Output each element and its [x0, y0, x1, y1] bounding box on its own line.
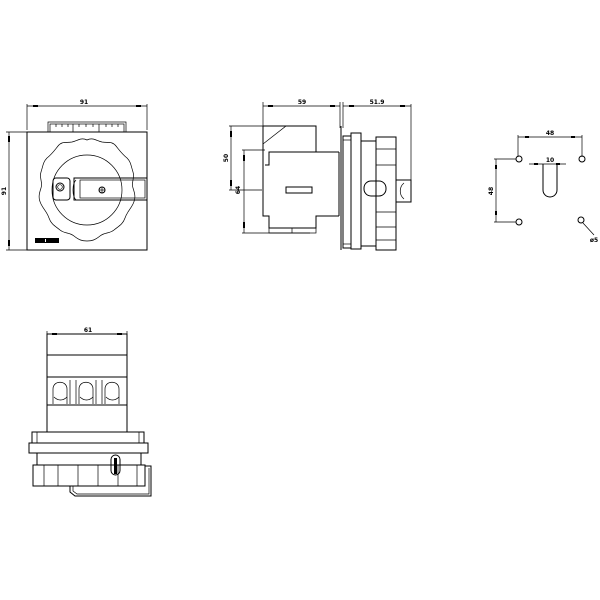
- side-lower-height-dim: 64: [235, 186, 242, 194]
- drill-horizontal-dim: 48: [546, 130, 554, 137]
- drill-hole-dim: ø5: [590, 237, 598, 244]
- drill-vertical-dim: 48: [488, 187, 495, 195]
- side-depth-dim: 59: [298, 99, 306, 106]
- mount-hole: [577, 216, 585, 224]
- side-upper-height-dim: 50: [223, 154, 230, 162]
- front-width-dim: 91: [80, 99, 88, 106]
- bottom-view: 61: [28, 327, 152, 497]
- mount-hole: [515, 155, 523, 163]
- front-height-dim: 91: [1, 187, 8, 195]
- front-view: 91 91: [1, 99, 148, 251]
- mount-hole: [578, 155, 586, 163]
- nameplate: [35, 238, 59, 243]
- drilling-pattern: 48 48 10 ø5: [488, 130, 598, 244]
- drill-slot-dim: 10: [546, 157, 554, 164]
- mount-hole: [515, 218, 523, 226]
- bottom-width-dim: 61: [84, 327, 92, 334]
- side-handle-dim: 51.9: [370, 99, 385, 106]
- side-view: 59 51.9 50 64: [223, 99, 412, 251]
